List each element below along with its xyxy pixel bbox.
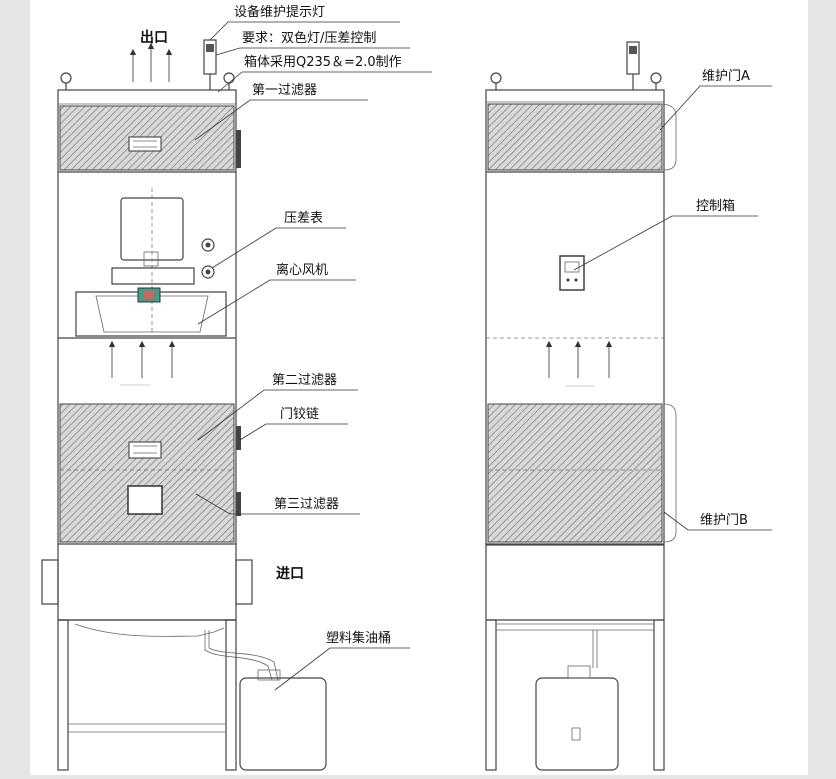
side-leg-right <box>653 619 665 771</box>
inlet-flange-right <box>235 559 253 605</box>
label-inlet: 进口 <box>276 566 304 582</box>
side-leg-left <box>485 619 497 771</box>
leader-second-filter <box>197 389 358 441</box>
side-lower-filter <box>487 403 663 543</box>
hinge-top <box>236 130 241 168</box>
second-filter-handle <box>128 441 162 459</box>
door-b-outline <box>663 403 677 543</box>
leader-control-box <box>573 215 758 271</box>
label-maintenance-light: 设备维护提示灯 <box>234 4 325 20</box>
door-a-outline <box>659 103 677 171</box>
pressure-gauge-1 <box>201 238 215 252</box>
leader-fan <box>197 279 356 325</box>
fan-housing <box>75 291 227 337</box>
front-leg-right <box>225 619 237 771</box>
pressure-gauge-2 <box>201 265 215 279</box>
oil-bucket <box>239 677 327 771</box>
label-third-filter: 第三过滤器 <box>274 497 339 512</box>
front-leg-left <box>57 619 69 771</box>
label-door-b: 维护门B <box>700 513 748 528</box>
third-filter-handle <box>127 485 163 515</box>
label-box-material: 箱体采用Q235＆=2.0制作 <box>244 54 402 70</box>
inlet-flange-left <box>41 559 59 605</box>
leader-maintenance-light <box>209 21 400 41</box>
leader-door-b <box>663 511 772 531</box>
label-door-a: 维护门A <box>702 69 750 84</box>
label-second-filter: 第二过滤器 <box>272 373 337 388</box>
control-box <box>559 255 585 291</box>
label-door-hinge: 门铰链 <box>280 407 319 422</box>
leader-box-material <box>217 71 432 93</box>
hinge-bottom <box>236 492 241 516</box>
label-requirement: 要求：双色灯/压差控制 <box>242 30 376 46</box>
leader-lines <box>194 21 772 691</box>
lower-filter-block <box>59 403 235 543</box>
leader-pressure-gauge <box>211 227 346 269</box>
label-fan: 离心风机 <box>276 262 328 278</box>
label-oil-bucket: 塑料集油桶 <box>326 630 391 646</box>
front-view <box>41 39 327 771</box>
leader-third-filter <box>195 493 360 515</box>
leader-door-a <box>659 85 772 131</box>
side-cabinet <box>485 89 665 546</box>
side-upper-filter <box>487 103 663 171</box>
side-view <box>485 41 677 771</box>
label-control-box: 控制箱 <box>696 198 735 214</box>
labels: 出口 设备维护提示灯 要求：双色灯/压差控制 箱体采用Q235＆=2.0制作 第… <box>140 4 750 646</box>
leader-oil-bucket <box>274 647 410 691</box>
label-outlet: 出口 <box>140 29 168 46</box>
label-pressure-gauge: 压差表 <box>284 211 323 226</box>
leader-door-hinge <box>239 423 348 441</box>
drain-pipe <box>204 630 273 681</box>
hinge-middle <box>236 426 241 450</box>
label-first-filter: 第一过滤器 <box>252 83 317 98</box>
leader-requirement <box>215 47 410 56</box>
first-filter-handle <box>128 136 162 152</box>
leader-first-filter <box>194 99 368 141</box>
